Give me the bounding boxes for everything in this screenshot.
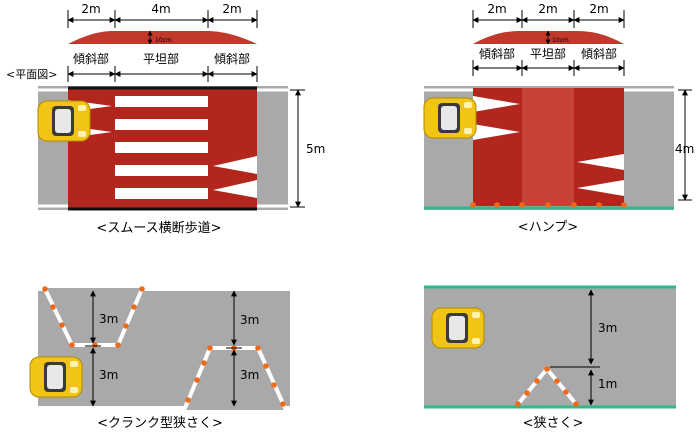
slope-triangle-markings (473, 96, 624, 196)
hump-height-label: 10cm (552, 37, 569, 44)
car-icon (37, 100, 91, 142)
car-icon (423, 97, 477, 139)
dim-label-slope-left: 2m (81, 2, 101, 16)
dim-label-flat: 2m (538, 2, 558, 16)
narrowing-dim-label-1: 3m (598, 321, 618, 335)
crank-dim-label-3: 3m (240, 313, 260, 327)
car-icon (29, 356, 83, 398)
crank-dim-label-4: 3m (240, 368, 260, 382)
car-icon (431, 307, 485, 349)
narrowing-caption: <狭さく> (522, 416, 584, 431)
dim-label-flat: 4m (151, 2, 171, 16)
dim-label-slope-right: 2m (589, 2, 609, 16)
section-label-slope-right: 傾斜部 (580, 47, 618, 61)
hump-profile (68, 30, 257, 44)
crank-narrowing-diagram (29, 286, 290, 410)
road-width-label: 4m (675, 142, 695, 156)
section-label-flat: 平坦部 (529, 47, 567, 61)
hump-caption: <ハンプ> (517, 220, 579, 235)
marker-dots (515, 366, 579, 407)
section-label-flat: 平坦部 (142, 52, 180, 66)
hump-diagram (423, 10, 692, 210)
hump-height-label: 10cm (155, 37, 172, 44)
plan-view-label: <平面図> (6, 68, 58, 81)
crank-dim-label-2: 3m (99, 368, 119, 382)
zebra-stripes (115, 96, 208, 199)
section-label-slope-left: 傾斜部 (478, 47, 516, 61)
crank-dim-label-1: 3m (99, 312, 119, 326)
crank-caption: <クランク型狭さく> (97, 416, 223, 431)
dim-label-slope-right: 2m (222, 2, 242, 16)
road-width-label: 5m (306, 142, 326, 156)
narrowing-dim-label-2: 1m (598, 377, 618, 391)
smooth-crosswalk-diagram (37, 10, 305, 211)
smooth-crosswalk-caption: <スムース横断歩道> (96, 221, 222, 236)
section-label-slope-right: 傾斜部 (213, 52, 251, 66)
dim-label-slope-left: 2m (487, 2, 507, 16)
section-label-slope-left: 傾斜部 (72, 52, 110, 66)
hump-profile (473, 31, 624, 44)
narrowing-diagram (424, 285, 676, 409)
marker-dots (470, 202, 627, 208)
